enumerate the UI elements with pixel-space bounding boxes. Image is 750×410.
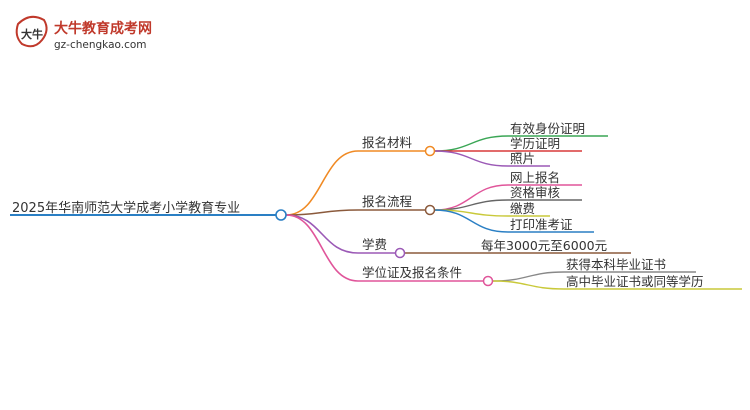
leaf-label-3-0: 获得本科毕业证书 <box>566 257 666 272</box>
site-logo[interactable]: 大牛 大牛教育成考网 gz-chengkao.com <box>15 15 152 51</box>
leaf-label-2-0: 每年3000元至6000元 <box>481 238 607 253</box>
logo-mark-icon <box>15 15 48 48</box>
leaf-label-1-2: 缴费 <box>510 201 535 216</box>
root-node-label: 2025年华南师范大学成考小学教育专业 <box>12 200 240 216</box>
leaf-label-0-1: 学历证明 <box>510 136 560 151</box>
leaf-label-3-1: 高中毕业证书或同等学历 <box>566 274 704 289</box>
branch-label-1: 报名流程 <box>362 194 413 209</box>
leaf-label-1-3: 打印准考证 <box>510 217 573 232</box>
branch-edge-1 <box>285 209 359 216</box>
leaf-edge-0-0 <box>434 135 509 152</box>
leaf-label-0-2: 照片 <box>510 151 535 166</box>
branch-toggle-3[interactable] <box>482 275 494 287</box>
branch-label-0: 报名材料 <box>362 135 413 150</box>
root-node-toggle[interactable] <box>275 209 287 221</box>
branch-edge-3 <box>285 214 359 282</box>
leaf-label-1-0: 网上报名 <box>510 170 560 185</box>
logo-url: gz-chengkao.com <box>54 39 147 51</box>
logo-title: 大牛教育成考网 <box>54 20 152 37</box>
branch-toggle-2[interactable] <box>394 247 406 259</box>
logo-mark-text: 大牛 <box>21 27 43 41</box>
leaf-edge-0-2 <box>434 150 509 167</box>
branch-toggle-0[interactable] <box>424 145 436 157</box>
leaf-edge-1-0 <box>434 184 509 211</box>
leaf-edge-1-3 <box>434 209 509 233</box>
branch-toggle-1[interactable] <box>424 204 436 216</box>
branch-edge-0 <box>285 150 359 216</box>
leaf-edge-3-1 <box>492 280 565 290</box>
branch-label-3: 学位证及报名条件 <box>362 265 462 280</box>
leaf-label-0-0: 有效身份证明 <box>510 121 585 136</box>
branch-label-2: 学费 <box>362 237 387 252</box>
leaf-label-1-1: 资格审核 <box>510 185 561 200</box>
leaf-edge-3-0 <box>492 271 565 282</box>
